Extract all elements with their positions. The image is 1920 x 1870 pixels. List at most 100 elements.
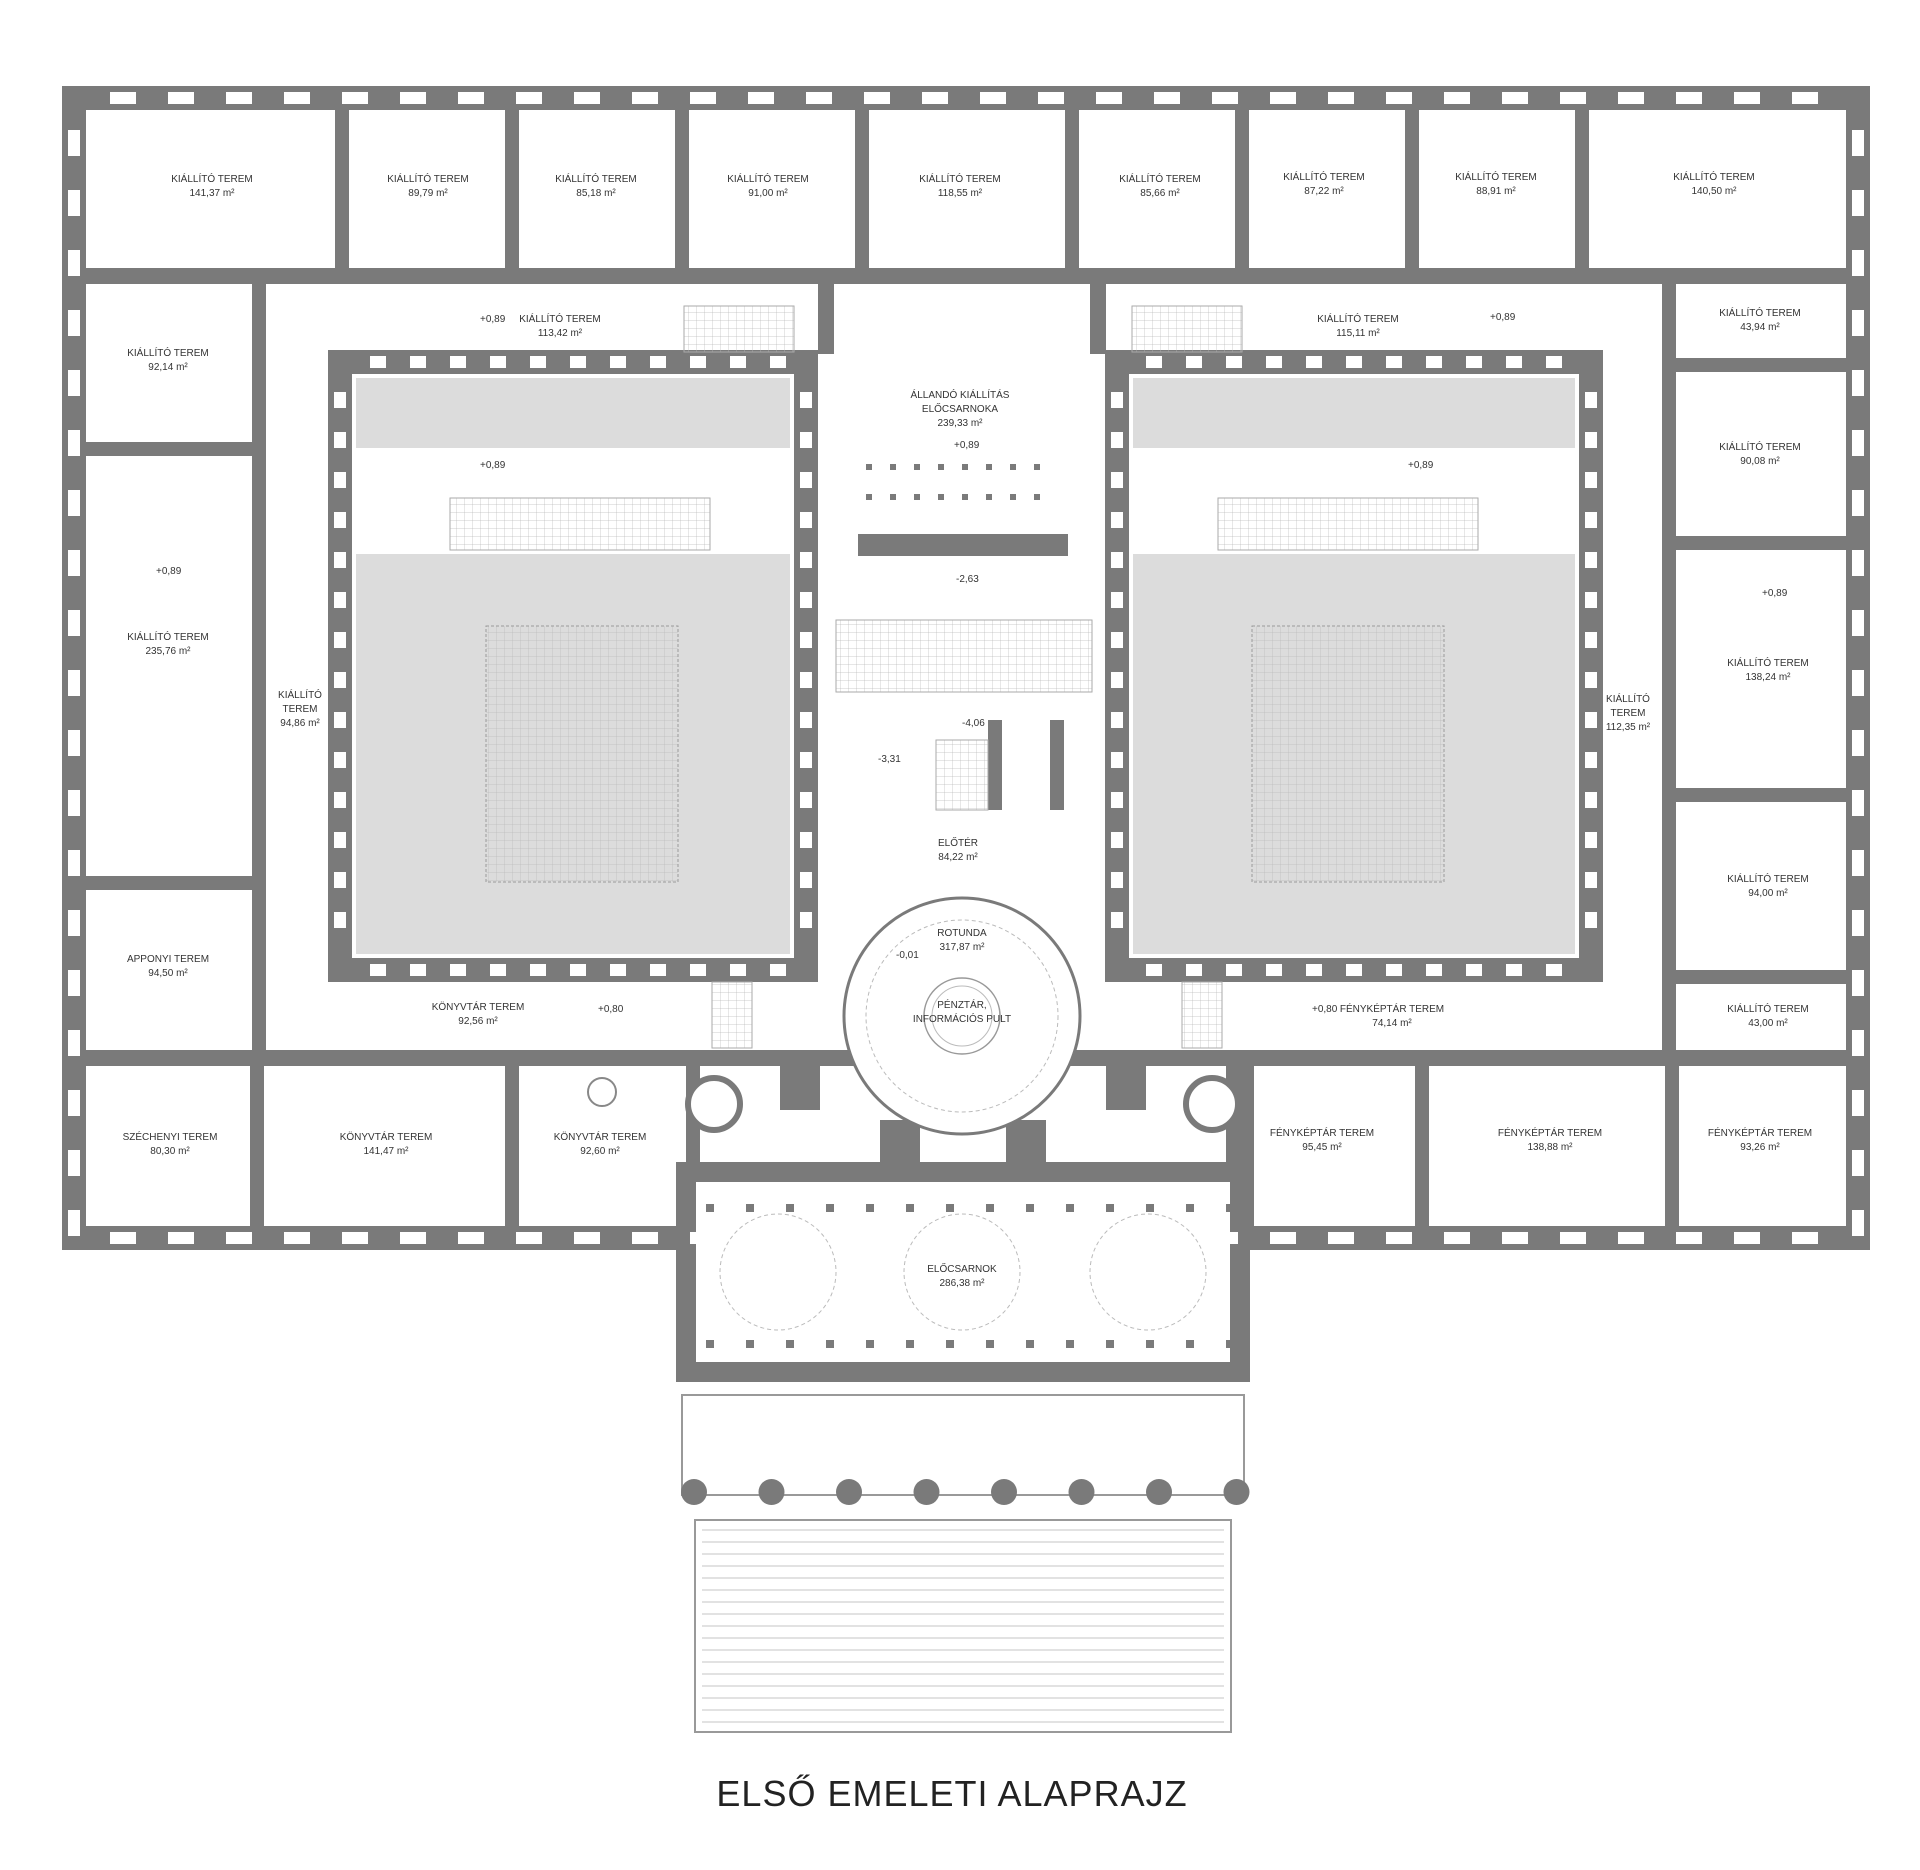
room-label: KIÁLLÍTÓ xyxy=(1606,692,1650,705)
spine-column xyxy=(890,494,896,500)
courtyard-opening xyxy=(800,832,812,848)
window-opening xyxy=(1852,1030,1864,1056)
right-skylight xyxy=(1251,625,1445,883)
window-opening xyxy=(922,1232,948,1244)
hall-column xyxy=(1226,1204,1234,1212)
window-opening xyxy=(1852,550,1864,576)
hall-column xyxy=(986,1340,994,1348)
courtyard-opening xyxy=(800,592,812,608)
room-label: APPONYI TEREM xyxy=(127,954,209,965)
window-opening xyxy=(864,92,890,104)
courtyard-opening xyxy=(1585,392,1597,408)
room-label: FÉNYKÉPTÁR TEREM xyxy=(1340,1002,1444,1015)
courtyard-opening xyxy=(1111,552,1123,568)
courtyard-opening xyxy=(1585,672,1597,688)
window-openings xyxy=(68,92,1864,1244)
courtyard-opening xyxy=(410,964,426,976)
window-opening xyxy=(68,610,80,636)
window-opening xyxy=(1852,250,1864,276)
courtyard-opening xyxy=(1585,832,1597,848)
courtyard-opening xyxy=(730,356,746,368)
room-area: 84,22 m² xyxy=(938,852,978,863)
room-area: 317,87 m² xyxy=(939,942,985,953)
room-label: KIÁLLÍTÓ xyxy=(278,688,322,701)
window-opening xyxy=(68,370,80,396)
window-opening xyxy=(68,190,80,216)
elevation-mark: +0,89 xyxy=(480,314,506,325)
window-opening xyxy=(1676,1232,1702,1244)
window-opening xyxy=(1852,670,1864,696)
spine-column xyxy=(1034,464,1040,470)
hall-column xyxy=(1066,1204,1074,1212)
courtyard-opening xyxy=(1111,872,1123,888)
room-label: ÁLLANDÓ KIÁLLÍTÁS xyxy=(911,388,1010,401)
room-area: 286,38 m² xyxy=(939,1278,985,1289)
room-label: KIÁLLÍTÓ TEREM xyxy=(1719,306,1801,319)
room-label: KIÁLLÍTÓ TEREM xyxy=(127,630,209,643)
room-label: FÉNYKÉPTÁR TEREM xyxy=(1498,1126,1602,1139)
room-area: 93,26 m² xyxy=(1740,1142,1780,1153)
rotunda-dashed xyxy=(865,919,1059,1113)
interior-walls xyxy=(86,110,1846,1226)
elevation-mark: -2,63 xyxy=(956,574,979,585)
room-label: KIÁLLÍTÓ TEREM xyxy=(519,312,601,325)
hall-column xyxy=(1026,1204,1034,1212)
elevation-mark: +0,89 xyxy=(1408,460,1434,471)
window-opening xyxy=(1096,92,1122,104)
window-opening xyxy=(1212,1232,1238,1244)
window-opening xyxy=(342,1232,368,1244)
courtyard-opening xyxy=(334,752,346,768)
rotunda-outer xyxy=(842,896,1082,1136)
room-label: KIÁLLÍTÓ TEREM xyxy=(127,346,209,359)
window-opening xyxy=(1270,92,1296,104)
courtyard-opening xyxy=(1226,356,1242,368)
hall-column xyxy=(946,1204,954,1212)
courtyard-opening xyxy=(770,964,786,976)
window-opening xyxy=(1618,92,1644,104)
courtyard-opening xyxy=(1585,712,1597,728)
courtyard-opening xyxy=(450,356,466,368)
window-opening xyxy=(110,92,136,104)
courtyard-opening xyxy=(800,552,812,568)
spine-column xyxy=(938,494,944,500)
hall-dome-right xyxy=(1089,1213,1207,1331)
stair-stairwell-left xyxy=(683,305,795,353)
courtyard-opening xyxy=(650,356,666,368)
window-opening xyxy=(1676,92,1702,104)
hall-column xyxy=(746,1204,754,1212)
courtyard-opening xyxy=(1585,432,1597,448)
window-opening xyxy=(1386,1232,1412,1244)
courtyard-opening xyxy=(490,964,506,976)
courtyard-opening xyxy=(570,964,586,976)
room-area: 89,79 m² xyxy=(408,188,448,199)
courtyard-opening xyxy=(334,712,346,728)
courtyard-opening xyxy=(1386,964,1402,976)
courtyard-opening xyxy=(1585,472,1597,488)
plan-title: ELSŐ EMELETI ALAPRAJZ xyxy=(716,1773,1187,1814)
courtyard-opening xyxy=(800,712,812,728)
window-opening xyxy=(68,910,80,936)
window-opening xyxy=(1852,1210,1864,1236)
spine-column xyxy=(890,464,896,470)
window-opening xyxy=(574,92,600,104)
window-opening xyxy=(1560,92,1586,104)
hall-column xyxy=(906,1204,914,1212)
window-opening xyxy=(1852,850,1864,876)
room-area: 115,11 m² xyxy=(1336,328,1380,339)
window-opening xyxy=(168,92,194,104)
window-opening xyxy=(1502,1232,1528,1244)
courtyard-opening xyxy=(1111,512,1123,528)
room-area: 94,50 m² xyxy=(148,968,188,979)
room-area: 112,35 m² xyxy=(1606,722,1651,733)
window-opening xyxy=(1154,92,1180,104)
portico-column xyxy=(991,1479,1017,1505)
window-opening xyxy=(342,92,368,104)
room-area: 43,00 m² xyxy=(1748,1018,1788,1029)
window-opening xyxy=(864,1232,890,1244)
hall-column xyxy=(906,1340,914,1348)
window-opening xyxy=(1154,1232,1180,1244)
window-opening xyxy=(1852,970,1864,996)
window-opening xyxy=(690,92,716,104)
spine-columns xyxy=(706,464,1234,1348)
room-label: KIÁLLÍTÓ TEREM xyxy=(387,172,469,185)
